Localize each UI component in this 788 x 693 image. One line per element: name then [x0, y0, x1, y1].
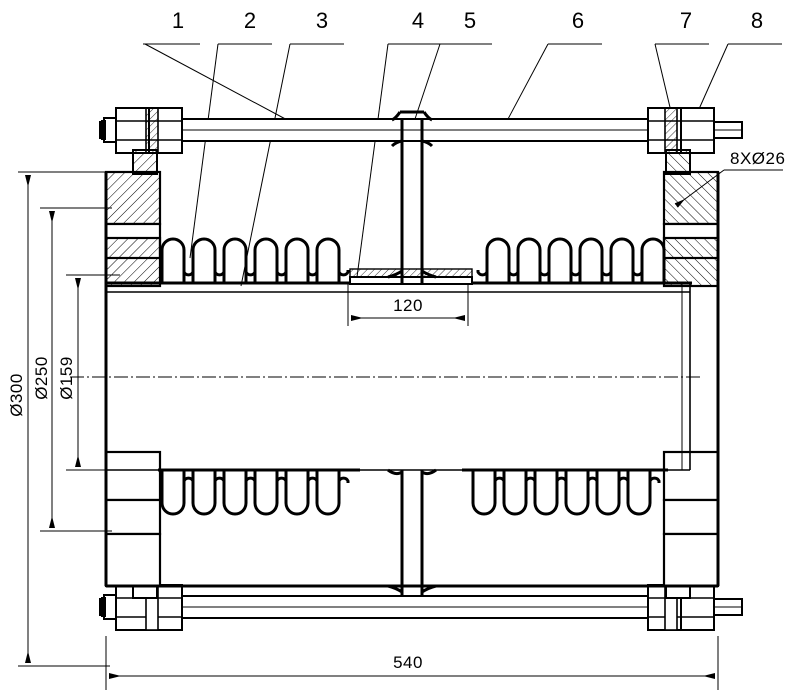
- leader-group-3: [240, 43, 344, 287]
- dimension-label-d159: Ø159: [57, 356, 76, 400]
- leader-group-1: [144, 43, 292, 123]
- balloon-label-8: 8: [751, 8, 763, 33]
- leader-group-4: [356, 43, 440, 278]
- dimension-label-d300: Ø300: [7, 373, 26, 417]
- balloon-label-6: 6: [572, 8, 584, 33]
- bellows-upper-right: [472, 237, 668, 285]
- dimension-120: 120: [347, 284, 469, 326]
- dimension-label-120: 120: [393, 296, 423, 315]
- center-ring-plate-lower: [387, 468, 437, 596]
- dimension-label-d250: Ø250: [32, 356, 51, 400]
- balloon-label-2: 2: [244, 8, 256, 33]
- bellows-lower-right: [462, 468, 668, 516]
- bellows-upper-left: [158, 237, 350, 285]
- left-flange: [104, 149, 162, 599]
- pipe-shell-outline: [106, 281, 718, 588]
- top-tie-rod-assembly: [99, 107, 743, 154]
- bottom-right-nut-pair: [647, 584, 743, 631]
- top-right-nut-pair: [647, 107, 743, 154]
- right-flange: [662, 149, 720, 599]
- center-ring-plate: [387, 110, 437, 283]
- note-bolt-holes: 8XØ26: [674, 149, 785, 208]
- dimension-d250: Ø250: [32, 207, 112, 532]
- center-sleeve-plate: [349, 268, 473, 285]
- dimension-d300: Ø300: [7, 171, 110, 667]
- top-left-nut-pair: [115, 107, 183, 154]
- balloon-label-3: 3: [316, 8, 328, 33]
- dimension-540: 540: [105, 636, 719, 690]
- leader-group-5: [413, 43, 492, 123]
- balloon-label-7: 7: [680, 8, 692, 33]
- balloon-label-4: 4: [412, 8, 424, 33]
- dimension-label-540: 540: [393, 653, 423, 672]
- balloon-label-5: 5: [464, 8, 476, 33]
- dimension-d159: Ø159: [57, 274, 120, 471]
- balloon-label-1: 1: [172, 8, 184, 33]
- note-label-bolt-holes: 8XØ26: [730, 149, 785, 168]
- leader-group-2: [189, 43, 272, 259]
- bellows-lower-left: [158, 468, 360, 516]
